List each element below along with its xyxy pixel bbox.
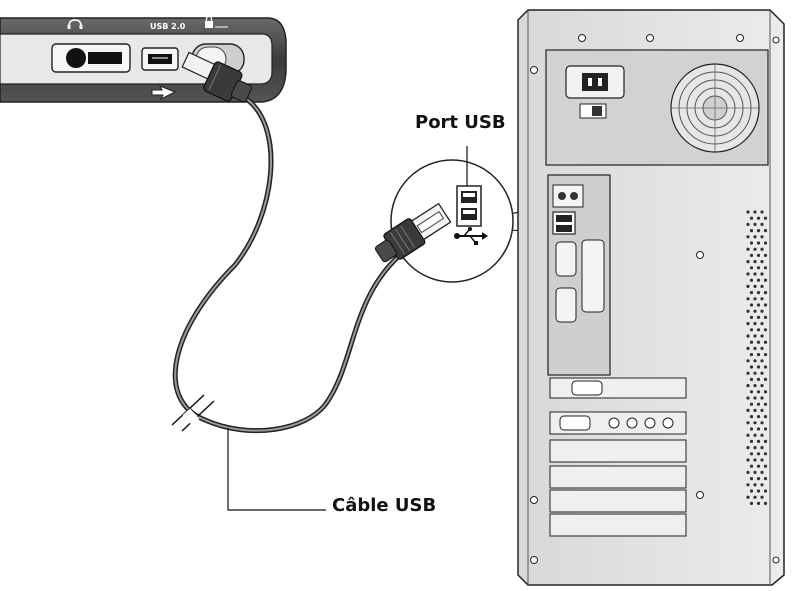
mini-usb-plug bbox=[181, 51, 253, 103]
usb-trident-icon bbox=[454, 227, 488, 245]
voltage-switch bbox=[579, 103, 607, 119]
cable-break-mark bbox=[181, 400, 215, 432]
io-panel bbox=[547, 174, 611, 376]
tower-screws bbox=[530, 34, 780, 564]
serial-port bbox=[555, 241, 577, 277]
expansion-slots bbox=[549, 377, 687, 537]
lock-icon bbox=[205, 15, 228, 28]
cable-label-leader bbox=[227, 428, 326, 511]
cable-break-mark bbox=[171, 394, 205, 426]
usb-cable-label: Câble USB bbox=[332, 495, 437, 516]
usb-port-label: Port USB bbox=[415, 112, 506, 133]
fan-grille bbox=[670, 63, 760, 153]
mini-usb-port bbox=[141, 47, 179, 71]
usb-port-closeup bbox=[456, 185, 482, 227]
headphone-icon bbox=[67, 19, 83, 29]
power-socket bbox=[565, 65, 625, 99]
usb-port-magnifier bbox=[374, 159, 556, 283]
parallel-port bbox=[581, 239, 605, 313]
vent-holes bbox=[746, 210, 768, 505]
serial-port bbox=[555, 287, 577, 323]
headphone-jack bbox=[51, 43, 131, 73]
usb-a-plug bbox=[374, 202, 452, 263]
pc-tower bbox=[517, 9, 785, 586]
insert-arrow-icon bbox=[151, 85, 177, 101]
usb-cable bbox=[171, 97, 403, 434]
usb-version-label: USB 2.0 bbox=[150, 22, 186, 31]
